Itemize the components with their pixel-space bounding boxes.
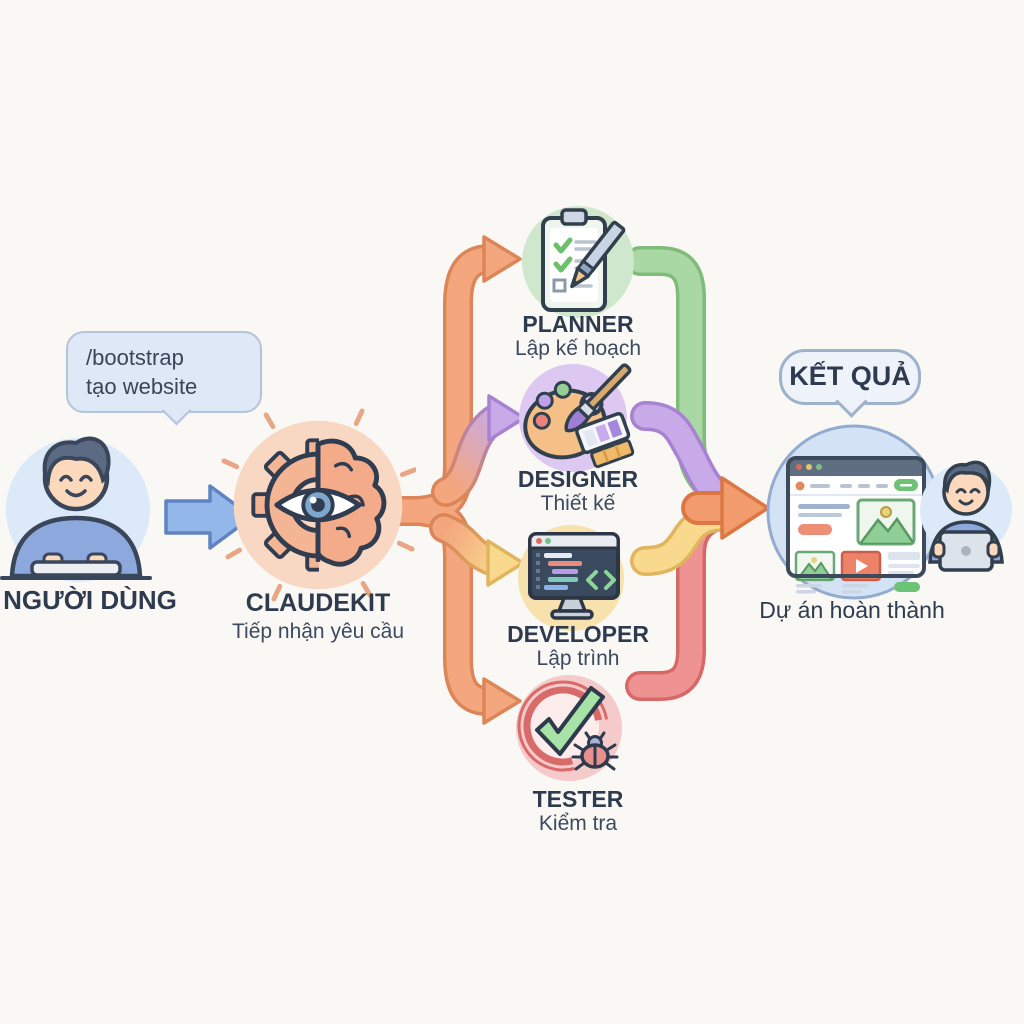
agent-designer-subtitle: Thiết kế	[540, 492, 616, 515]
person-with-tablet-icon	[920, 460, 1012, 572]
checkmark-bug-icon	[516, 675, 622, 781]
agent-tester-title: TESTER	[532, 786, 624, 812]
arrow-claudekit-to-designer	[431, 394, 526, 507]
agent-planner-subtitle: Lập kế hoạch	[514, 337, 642, 360]
arrowhead-to-tester	[482, 677, 522, 725]
result-bubble: KẾT QUẢ	[779, 349, 921, 418]
browser-website-icon	[766, 424, 942, 600]
arrow-designer-to-result	[630, 401, 731, 509]
clipboard-checklist-pencil-icon	[522, 206, 634, 318]
speech-line-1: /bootstrap	[86, 345, 184, 370]
claudekit-subtitle: Tiếp nhận yêu cầu	[231, 620, 404, 643]
user-label: NGƯỜI DÙNG	[3, 585, 177, 615]
bug-glyph	[571, 731, 619, 771]
arrow-claudekit-to-developer	[429, 513, 525, 587]
person-at-keyboard-icon	[0, 436, 152, 582]
agent-developer-subtitle: Lập trình	[536, 647, 620, 670]
agent-designer-title: DESIGNER	[517, 466, 639, 492]
rays	[221, 408, 416, 602]
arrow-merge-to-result	[681, 476, 770, 540]
claudekit-title: CLAUDEKIT	[245, 589, 391, 617]
speech-line-2: tạo website	[86, 374, 198, 400]
result-caption: Dự án hoàn thành	[759, 597, 945, 623]
agent-tester-subtitle: Kiểm tra	[538, 812, 618, 835]
arrowhead-to-planner	[482, 235, 522, 283]
agent-planner-title: PLANNER	[522, 311, 634, 337]
agent-developer-title: DEVELOPER	[507, 621, 649, 647]
user-speech-bubble: /bootstrap tạo website	[66, 331, 262, 426]
code-monitor-icon	[518, 525, 624, 631]
arrow-user-to-claudekit	[164, 484, 254, 550]
palette-brush-icon	[519, 363, 635, 472]
gear-brain-eye-icon	[221, 408, 416, 602]
